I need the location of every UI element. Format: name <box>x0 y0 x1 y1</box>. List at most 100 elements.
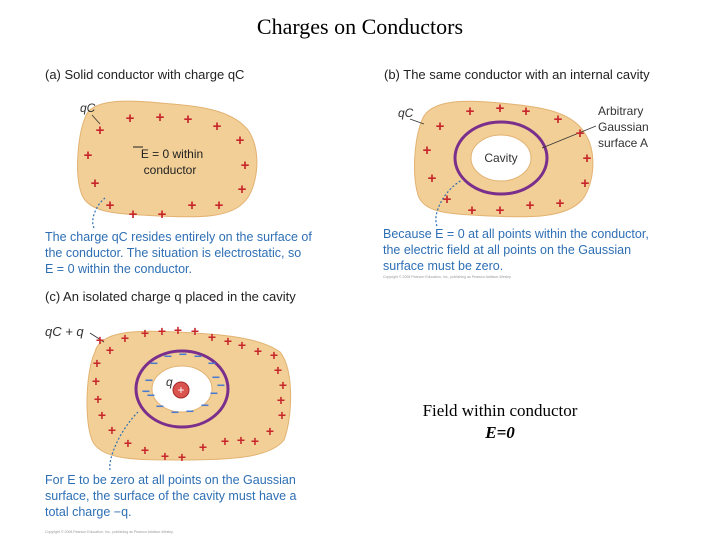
gaussian-surface-a <box>453 120 549 196</box>
plus-charge-b: + <box>496 100 505 117</box>
plus-charge-c: + <box>224 333 232 349</box>
plus-charge-c: + <box>279 377 287 393</box>
plus-charge-c: + <box>238 337 246 353</box>
caption-arrow-b <box>435 179 463 227</box>
plus-charge-c: + <box>141 325 149 341</box>
inner-charge-label: q <box>166 375 173 389</box>
inner-text-a-2: conductor <box>144 163 197 177</box>
gaussian-surface-c <box>134 349 230 429</box>
plus-charge-c: + <box>108 422 116 438</box>
minus-charge-c: − <box>156 398 164 414</box>
plus-charge-c: + <box>94 391 102 407</box>
plus-charge-b: + <box>576 125 585 142</box>
minus-charge-c: − <box>179 346 187 362</box>
plus-charge-c: + <box>96 332 104 348</box>
copyright-note: Copyright © 2008 Pearson Education, Inc.… <box>383 275 512 279</box>
plus-charge-a: + <box>156 109 165 126</box>
plus-charge-b: + <box>468 202 477 219</box>
plus-charge-c: + <box>93 355 101 371</box>
point-charge-plus: + <box>177 383 184 397</box>
cavity-label: Cavity <box>484 151 517 165</box>
panel-a-caption-line: the conductor. The situation is electros… <box>45 246 302 260</box>
field-note-line1: Field within conductor <box>422 401 578 420</box>
plus-charge-c: + <box>208 329 216 345</box>
plus-charge-a: + <box>215 197 224 214</box>
plus-charge-a: + <box>106 197 115 214</box>
charge-leader-a <box>91 114 101 125</box>
panel-b-caption-line: the electric field at all points on the … <box>383 243 632 257</box>
plus-charge-c: + <box>161 448 169 464</box>
plus-charge-a: + <box>158 206 167 223</box>
plus-charge-a: + <box>129 206 138 223</box>
copyright-note: Copyright © 2008 Pearson Education, Inc.… <box>45 530 174 534</box>
minus-charge-c: − <box>147 387 155 403</box>
slide-title: Charges on Conductors <box>256 14 464 39</box>
plus-charge-b: + <box>423 142 432 159</box>
cavity-b <box>470 134 532 182</box>
plus-charge-b: + <box>466 103 475 120</box>
plus-charge-b: + <box>443 191 452 208</box>
panel-a-caption-line: E = 0 within the conductor. <box>45 262 192 276</box>
panel-c-caption-line: total charge −q. <box>45 505 132 519</box>
plus-charge-a: + <box>188 197 197 214</box>
plus-charge-c: + <box>251 433 259 449</box>
plus-charge-c: + <box>141 442 149 458</box>
plus-charge-c: + <box>266 423 274 439</box>
panel-c-caption-line: surface, the surface of the cavity must … <box>45 489 297 503</box>
plus-charge-c: + <box>199 439 207 455</box>
panel-b-caption-line: Because E = 0 at all points within the c… <box>383 227 649 241</box>
plus-charge-b: + <box>554 111 563 128</box>
minus-charge-c: − <box>208 355 216 371</box>
point-charge-q <box>172 381 190 399</box>
minus-charge-c: − <box>142 383 150 399</box>
plus-charge-c: + <box>221 433 229 449</box>
minus-charge-c: − <box>212 369 220 385</box>
gaussian-label-line: Gaussian <box>598 120 649 134</box>
field-note: Field within conductor E=0 <box>380 400 620 444</box>
charge-leader-b <box>409 118 425 125</box>
charge-label-b: qC <box>398 106 414 120</box>
plus-charge-c: + <box>270 347 278 363</box>
plus-charge-b: + <box>496 202 505 219</box>
minus-charge-c: − <box>194 348 202 364</box>
inner-text-a: E = 0 within <box>141 147 203 161</box>
panel-a-caption-line: The charge qC resides entirely on the su… <box>45 230 312 244</box>
charge-leader-c <box>89 332 105 343</box>
minus-charge-c: − <box>145 372 153 388</box>
plus-charge-c: + <box>121 330 129 346</box>
panel-c-caption: For E to be zero at all points on the Ga… <box>45 472 355 520</box>
plus-charge-c: + <box>92 373 100 389</box>
panel-c-caption-line: For E to be zero at all points on the Ga… <box>45 473 296 487</box>
panel-b-caption: Because E = 0 at all points within the c… <box>383 226 683 274</box>
plus-charge-c: + <box>274 362 282 378</box>
plus-charge-a: + <box>184 111 193 128</box>
plus-charge-b: + <box>556 195 565 212</box>
plus-charge-b: + <box>428 170 437 187</box>
plus-charge-a: + <box>213 118 222 135</box>
plus-charge-c: + <box>174 322 182 338</box>
plus-charge-a: + <box>241 157 250 174</box>
plus-charge-a: + <box>238 181 247 198</box>
minus-charge-c: − <box>164 348 172 364</box>
conductor-a <box>77 100 258 218</box>
panel-c-label: (c) An isolated charge q placed in the c… <box>45 289 296 304</box>
plus-charge-c: + <box>191 323 199 339</box>
gaussian-label-line: surface A <box>598 136 648 150</box>
minus-charge-c: − <box>201 397 209 413</box>
plus-charge-a: + <box>84 147 93 164</box>
plus-charge-a: + <box>91 175 100 192</box>
plus-charge-c: + <box>278 407 286 423</box>
panel-b-label: (b) The same conductor with an internal … <box>384 67 650 82</box>
panel-a-label: (a) Solid conductor with charge qC <box>45 67 245 82</box>
plus-charge-b: + <box>526 197 535 214</box>
plus-charge-c: + <box>237 432 245 448</box>
plus-charge-b: + <box>436 118 445 135</box>
plus-charge-a: + <box>96 122 105 139</box>
minus-charge-c: − <box>171 404 179 420</box>
minus-charge-c: − <box>186 403 194 419</box>
charge-label-c: qC + q <box>45 324 84 339</box>
plus-charge-c: + <box>124 435 132 451</box>
field-note-line2: E=0 <box>485 423 515 442</box>
panel-a-caption: The charge qC resides entirely on the su… <box>45 229 335 277</box>
minus-charge-c: − <box>210 385 218 401</box>
